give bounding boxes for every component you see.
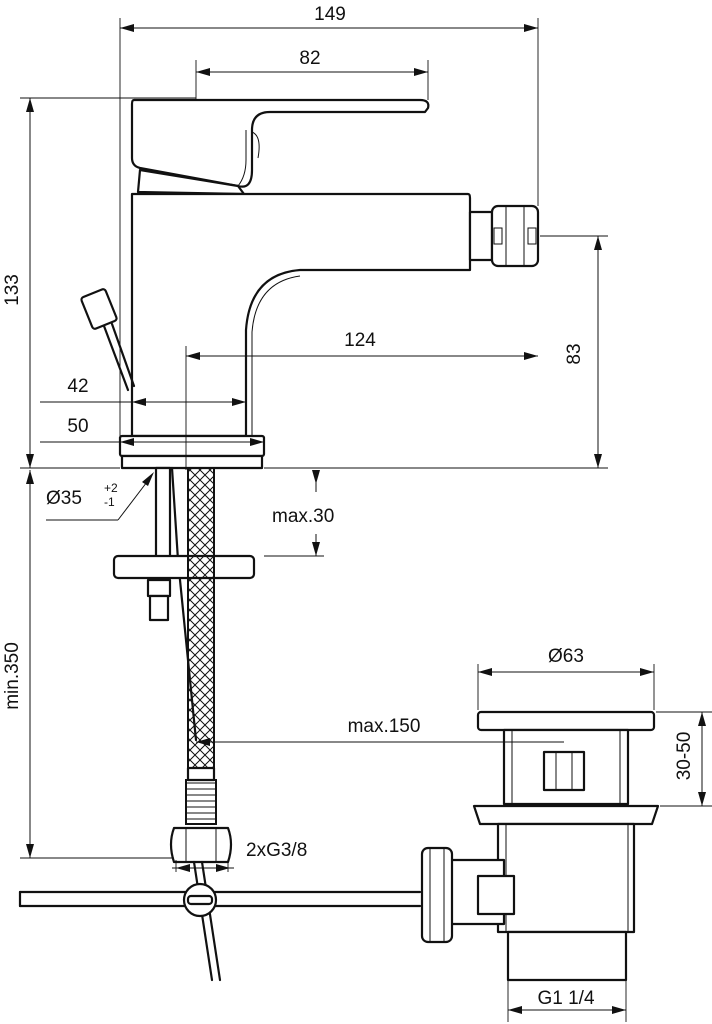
dim-overall-height: 133	[2, 274, 23, 306]
dim-supply-thread: 2xG3/8	[246, 840, 307, 861]
dim-lever-width: 82	[299, 48, 320, 69]
waste-assembly	[420, 710, 660, 982]
mounting-plate	[112, 554, 256, 580]
popup-knob	[80, 288, 136, 392]
lever-handle	[130, 98, 430, 188]
aerator-nozzle	[468, 204, 540, 268]
braided-hose	[187, 467, 215, 769]
dim-spout-projection: 124	[344, 330, 376, 351]
fixing-nut	[146, 578, 172, 598]
mixer-body	[130, 192, 472, 438]
dim-waste-adjust: 30-50	[674, 732, 695, 781]
dim-min-hose: min.350	[2, 642, 23, 710]
under-deck-assembly	[112, 466, 256, 982]
dim-rod-max: max.150	[348, 716, 421, 737]
dimension-lines	[20, 18, 712, 1022]
waste-tail	[506, 930, 628, 982]
dim-body-width-top: 42	[67, 376, 88, 397]
dim-spout-height: 83	[564, 343, 585, 364]
base-flange	[118, 434, 266, 458]
faucet-body	[80, 98, 540, 470]
dim-hole-tol-plus: +2	[104, 481, 118, 495]
waste-side-arm	[420, 846, 516, 944]
dim-overall-width: 149	[314, 4, 346, 25]
dim-max-deck: max.30	[272, 506, 334, 527]
dim-waste-thread: G1 1/4	[537, 988, 594, 1009]
waste-flange	[472, 804, 660, 826]
threaded-stud	[154, 466, 172, 560]
dim-hole-diameter: Ø35	[46, 488, 82, 509]
dim-hole-tol-minus: -1	[104, 495, 115, 509]
popup-linkage	[18, 882, 422, 918]
dim-body-width-base: 50	[67, 416, 88, 437]
waste-body	[496, 822, 636, 934]
waste-plug	[476, 710, 656, 732]
hose-fitting-thread	[185, 779, 217, 825]
dimension-labels: 149 82 133 124 83 42 50 Ø35 +2 -1 max.30…	[2, 4, 695, 1009]
dim-waste-diameter: Ø63	[548, 646, 584, 667]
hex-nut	[169, 826, 233, 864]
